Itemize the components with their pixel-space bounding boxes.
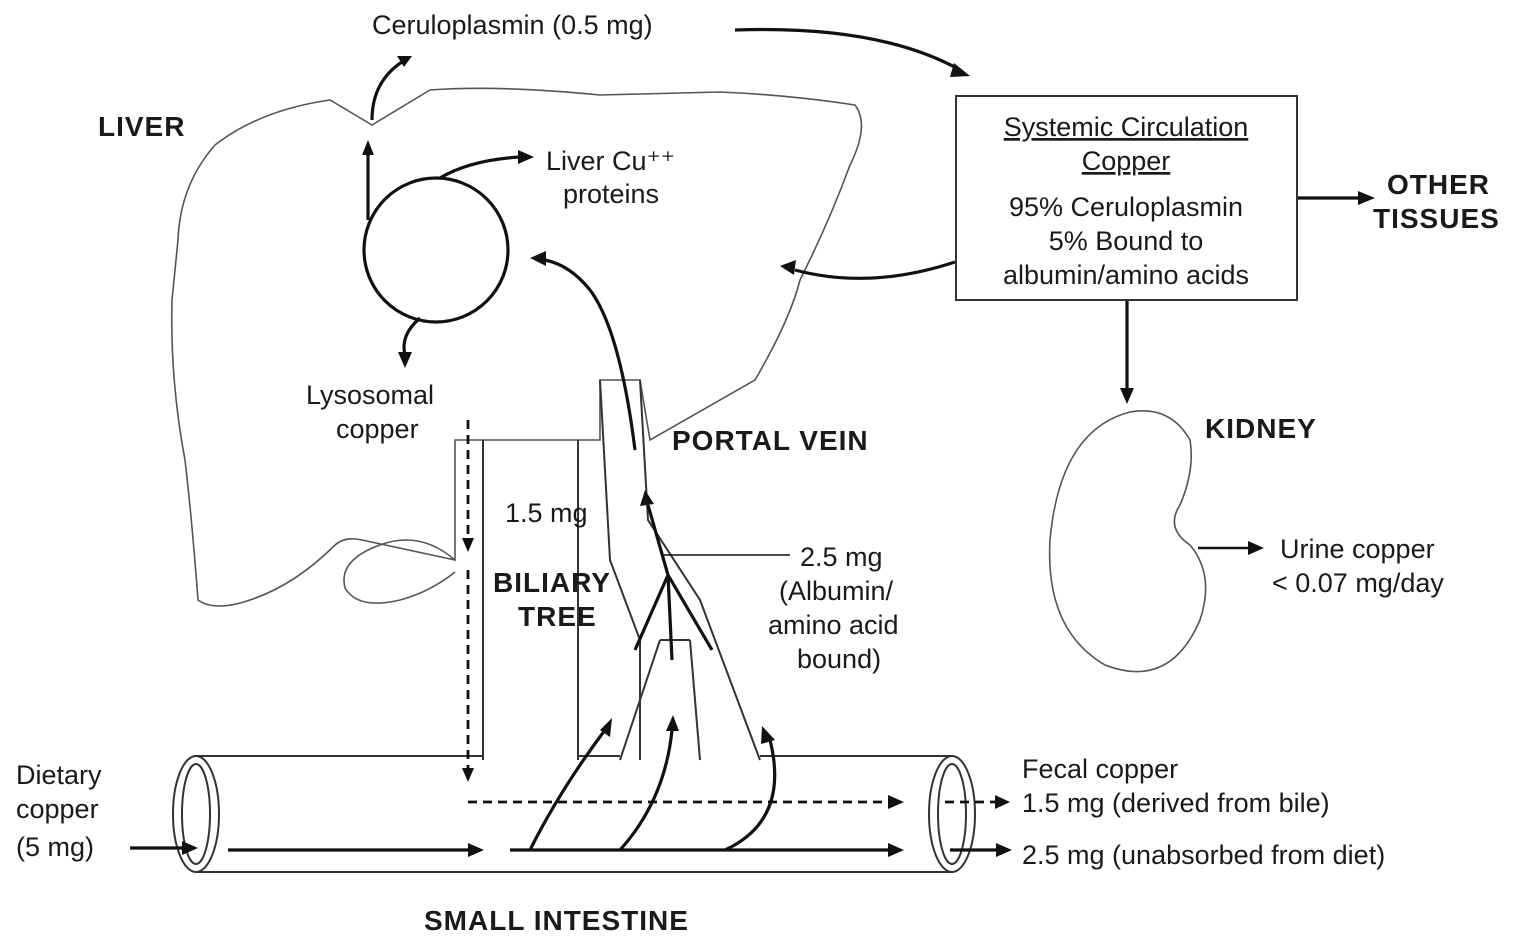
gallbladder-outline [344, 540, 455, 603]
systemic-line-1: 95% Ceruloplasmin [1009, 192, 1243, 222]
label-fecal-title: Fecal copper [1022, 754, 1178, 784]
arrow-portal-to-liver [530, 251, 635, 450]
liver-outline [172, 88, 862, 606]
label-other-tissues-1: OTHER [1387, 169, 1490, 200]
arrows-absorption [530, 715, 775, 850]
label-dietary-3: (5 mg) [16, 832, 94, 862]
biliary-tree-vessel [483, 440, 578, 760]
arrow-bile-dashed [462, 420, 474, 782]
arrow-kidney-to-urine [1198, 541, 1264, 555]
arrow-to-lysosomal-copper [398, 318, 420, 368]
arrow-ceruloplasmin-to-circulation [735, 30, 970, 78]
label-lysosomal-2: copper [336, 414, 419, 444]
arrow-circulation-to-liver [780, 260, 955, 278]
label-liver-cu-proteins-2: proteins [563, 179, 659, 209]
systemic-title-2: Copper [1082, 146, 1171, 176]
label-kidney: KIDNEY [1205, 413, 1317, 444]
label-fecal-diet: 2.5 mg (unabsorbed from diet) [1022, 840, 1385, 870]
label-biliary-1: BILIARY [493, 567, 611, 598]
label-dietary-1: Dietary [16, 760, 102, 790]
label-urine-2: < 0.07 mg/day [1272, 568, 1444, 598]
label-biliary-2: TREE [518, 601, 597, 632]
label-liver-cu-proteins-1: Liver Cu⁺⁺ [546, 146, 675, 176]
label-dietary-2: copper [16, 794, 99, 824]
label-portal-amount-2: (Albumin/ [779, 576, 894, 606]
label-portal-vein: PORTAL VEIN [672, 425, 869, 456]
label-liver: LIVER [98, 111, 185, 142]
portal-tributaries [635, 490, 712, 660]
label-lysosomal-1: Lysosomal [306, 380, 434, 410]
label-portal-amount-4: bound) [797, 644, 881, 674]
systemic-line-3: albumin/amino acids [1003, 260, 1249, 290]
arrow-to-other-tissues [1297, 191, 1375, 205]
label-other-tissues-2: TISSUES [1373, 203, 1500, 234]
arrow-to-kidney [1120, 300, 1134, 404]
systemic-title-1: Systemic Circulation [1004, 112, 1249, 142]
label-bile-amount: 1.5 mg [505, 498, 588, 528]
label-urine-1: Urine copper [1280, 534, 1435, 564]
hepatocyte-copper-pool [364, 178, 508, 322]
systemic-line-2: 5% Bound to [1049, 226, 1204, 256]
arrow-to-liver-cu-proteins [440, 150, 534, 178]
label-small-intestine: SMALL INTESTINE [424, 905, 689, 936]
kidney-outline [1050, 411, 1206, 672]
label-portal-amount-3: amino acid [768, 610, 899, 640]
label-fecal-bile: 1.5 mg (derived from bile) [1022, 788, 1330, 818]
label-portal-amount-1: 2.5 mg [800, 542, 883, 572]
label-ceruloplasmin: Ceruloplasmin (0.5 mg) [372, 10, 653, 40]
